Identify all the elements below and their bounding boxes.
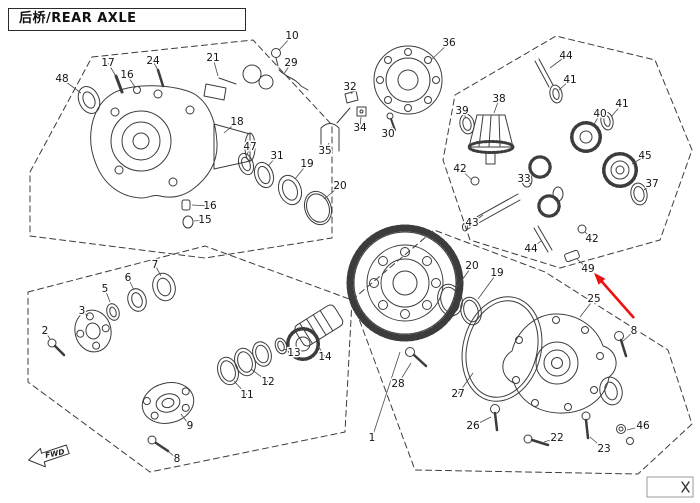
cover-fasteners-drawing — [405, 331, 634, 447]
oil-seal-48-drawing — [77, 86, 101, 114]
diff-carrier-drawing — [373, 45, 443, 115]
pinion-shaft-drawing — [286, 304, 344, 361]
shift-fork-drawing — [320, 90, 396, 152]
axle-housing-drawing — [77, 48, 309, 199]
diff-internals-drawing — [459, 58, 648, 263]
differential-group-boundary — [442, 35, 693, 269]
bolt-2-drawing — [47, 338, 66, 357]
flange-group-drawing — [141, 382, 195, 453]
pinion-group-boundary — [27, 245, 353, 473]
part-49-drawing — [564, 249, 580, 263]
plug-16-drawing — [181, 199, 191, 211]
fwd-arrow-label: FWD — [44, 447, 65, 460]
page-title: 后桥/REAR AXLE — [19, 11, 137, 26]
fwd-arrow: FWD — [28, 444, 70, 468]
housing-group-boundary — [29, 39, 333, 259]
title-box: 后桥/REAR AXLE — [8, 8, 246, 31]
cover-group-boundary — [351, 229, 693, 475]
hub-group-drawing — [47, 272, 176, 357]
ring-gear-drawing — [346, 224, 464, 342]
breather-29-drawing — [278, 69, 309, 91]
bolt-17-drawing — [114, 74, 124, 94]
stamp-box — [646, 476, 694, 498]
bearing-stack-drawing — [181, 152, 333, 229]
ring-15-drawing — [182, 215, 194, 229]
seal-drawing — [599, 376, 623, 406]
shim-stack-drawing — [217, 337, 288, 386]
gasket-drawing — [461, 296, 543, 402]
bolt-8-drawing — [147, 435, 170, 453]
plug-10-drawing — [271, 48, 281, 58]
side-cover-drawing — [502, 313, 623, 414]
nut-16-drawing — [133, 86, 141, 94]
stud-24-drawing — [156, 68, 165, 88]
